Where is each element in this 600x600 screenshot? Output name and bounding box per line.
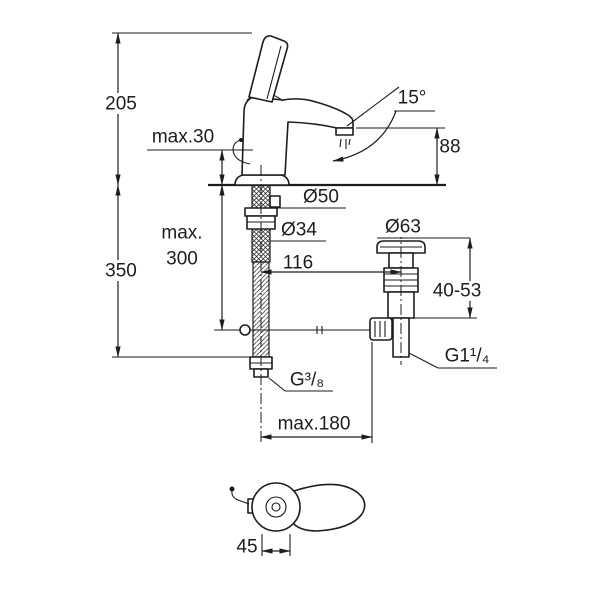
label-spout-height: 88 [439, 137, 460, 158]
mounting-shaft [244, 184, 281, 263]
label-supply-thread: G³/₈ [290, 370, 324, 391]
label-total-depth: 350 [105, 261, 137, 282]
leader-g38 [268, 377, 286, 392]
handle-grip [291, 483, 366, 532]
handle-pin-tip [229, 486, 235, 492]
centerlines [260, 165, 402, 445]
handle-pin [231, 490, 250, 505]
label-max-depth-2: 300 [166, 249, 198, 270]
label-handle-width: 45 [236, 537, 257, 558]
pull-rod-tip [239, 138, 243, 142]
label-swivel-angle: 15° [398, 88, 427, 109]
lever-handle [248, 35, 289, 103]
rod-knob [369, 317, 393, 341]
labels: 205 max.30 15° 88 Ø50 Ø34 max. 300 350 1… [105, 88, 489, 558]
faucet-base [234, 174, 290, 186]
label-waste-thread: G1¹/₄ [445, 346, 490, 367]
faucet-body-spout [241, 96, 354, 176]
faucet [232, 35, 354, 186]
label-base-dia: Ø50 [303, 187, 339, 208]
handle-pivot [271, 502, 281, 512]
pop-up-rod [232, 324, 371, 336]
label-backgrounds [102, 93, 484, 301]
handle-bore [265, 496, 287, 518]
label-max-deck: max.30 [152, 127, 214, 148]
angle-reference-line [346, 86, 400, 127]
aerator [335, 127, 354, 136]
mounting-stud [269, 195, 281, 208]
label-max-rod-reach: max.180 [278, 414, 351, 435]
handle-hub [251, 482, 301, 532]
label-height-total: 205 [105, 94, 137, 115]
handle-detail [229, 482, 366, 532]
label-hole-dia: Ø34 [281, 220, 317, 241]
leader-lines [268, 86, 497, 392]
label-waste-dia: Ø63 [385, 217, 421, 238]
knob-hatch [374, 321, 386, 337]
lever-edge-line [266, 45, 282, 100]
rod-joint [239, 324, 251, 336]
drain-assembly [369, 240, 426, 358]
water-stream [339, 138, 351, 149]
angle-arc-arrow [332, 110, 397, 162]
label-max-depth-1: max. [161, 223, 202, 244]
label-waste-range: 40-53 [433, 281, 482, 302]
leader-g114 [408, 352, 439, 369]
label-spout-reach: 116 [283, 253, 313, 274]
